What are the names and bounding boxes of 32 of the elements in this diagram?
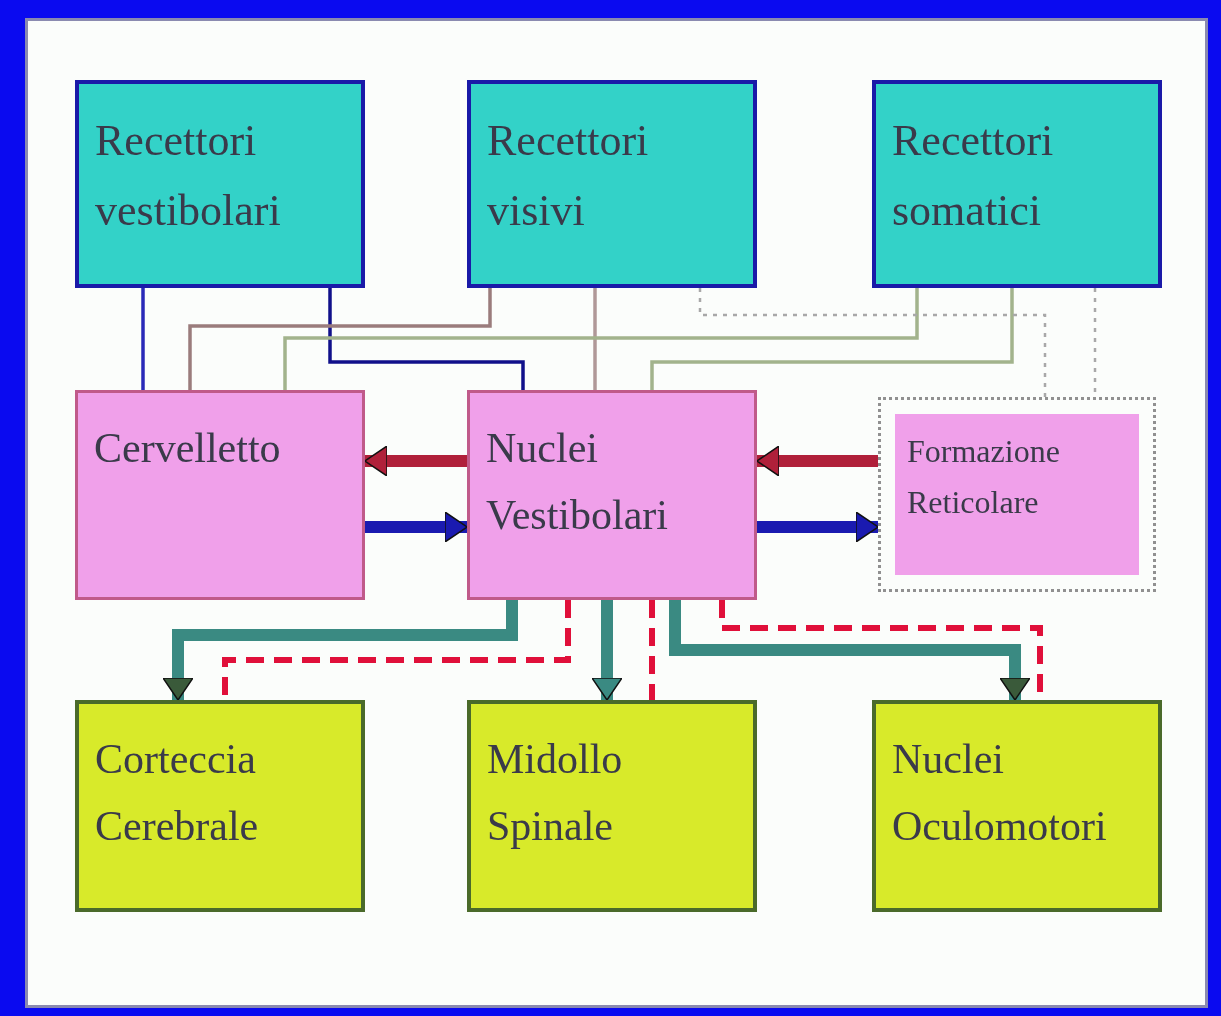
connector-line	[328, 288, 525, 390]
arrow	[365, 511, 468, 543]
process-box	[872, 80, 1162, 288]
process-box	[467, 700, 757, 912]
process-box	[872, 700, 1162, 912]
node-text: Midollo Spinale	[487, 735, 624, 852]
process-box	[467, 80, 757, 288]
connector-line	[649, 600, 655, 700]
node-text: Corteccia Cerebrale	[95, 735, 260, 852]
arrow	[591, 600, 623, 701]
node-text: Nuclei Oculomotori	[892, 735, 1108, 852]
arrow	[364, 445, 467, 477]
node-text: Recettori somatici	[892, 115, 1055, 238]
process-box	[75, 390, 365, 600]
connector-line	[283, 288, 919, 390]
arrow	[756, 445, 878, 477]
process-box	[467, 390, 757, 600]
process-box	[75, 80, 365, 288]
arrow	[757, 511, 879, 543]
arrow	[162, 600, 518, 701]
connector-line	[188, 288, 492, 390]
node-text: Formazione Reticolare	[907, 432, 1061, 523]
connector-line	[698, 288, 1047, 397]
node-text: Recettori visivi	[487, 115, 650, 238]
connector-line	[141, 288, 145, 390]
connector-line	[650, 288, 1014, 390]
connector-line	[593, 288, 597, 390]
node-text: Nuclei Vestibolari	[486, 424, 669, 541]
node-text: Recettori vestibolari	[95, 115, 282, 238]
arrow	[669, 600, 1031, 701]
node-text: Cervelletto	[94, 424, 282, 473]
process-box	[75, 700, 365, 912]
